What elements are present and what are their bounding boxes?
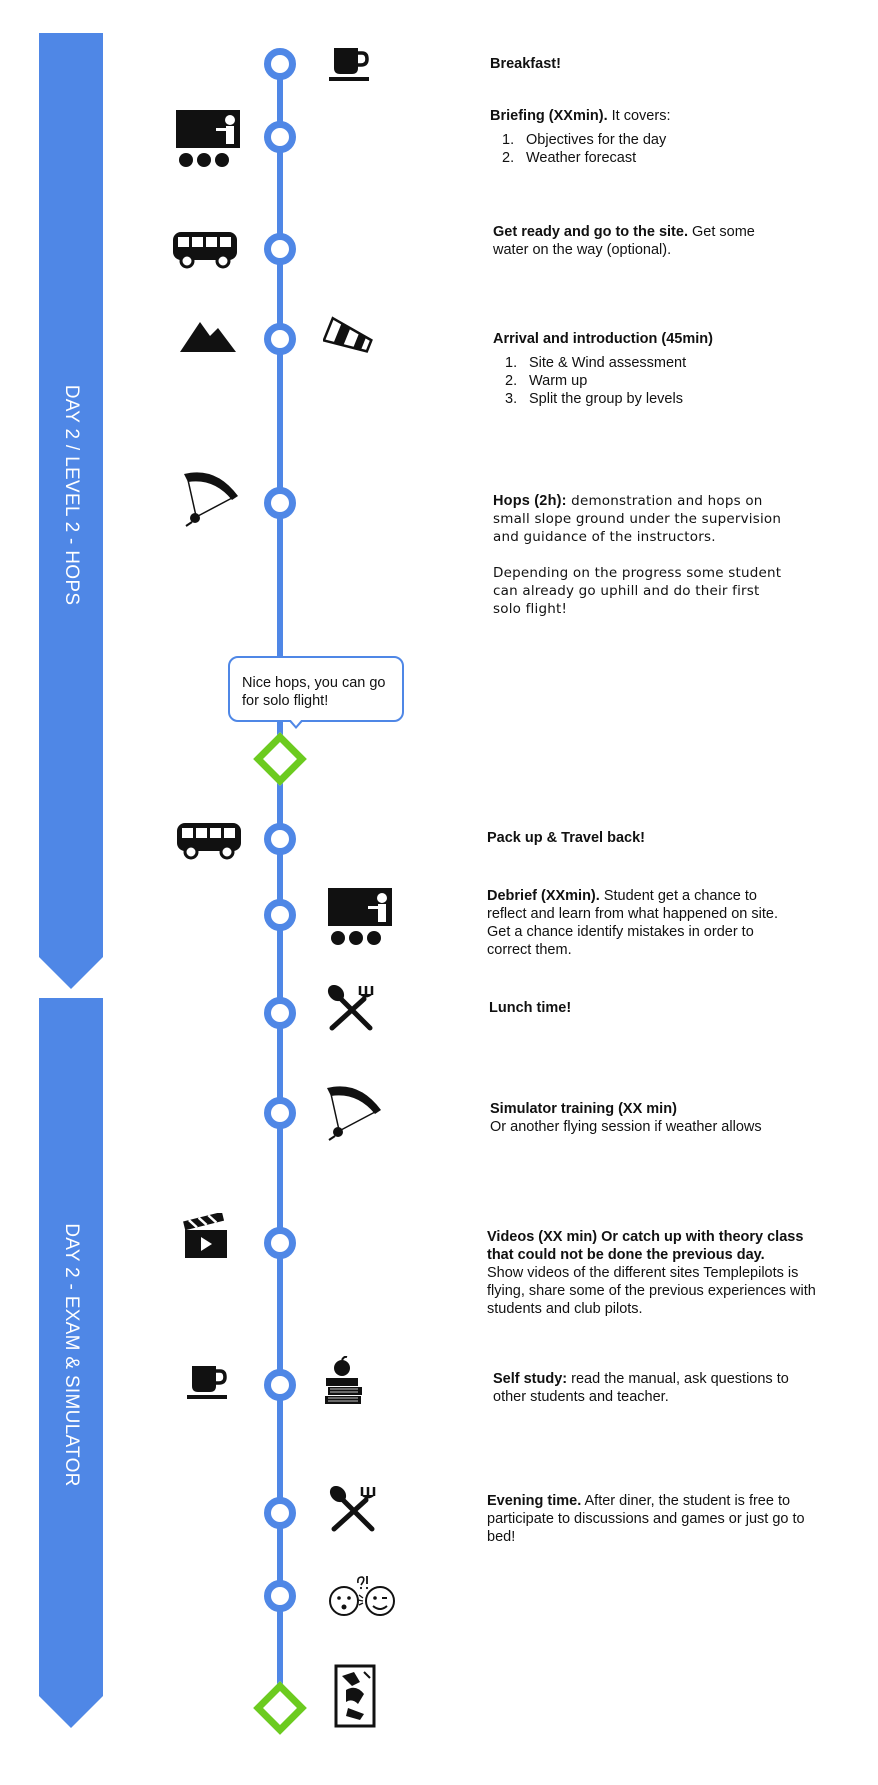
step-simulator-title: Simulator training (XX min): [490, 1101, 677, 1117]
step-videos: Videos (XX min) Or catch up with theory …: [487, 1228, 827, 1318]
timeline-node-arrival: [264, 323, 296, 355]
timeline-node-evening: [264, 1497, 296, 1529]
step-lunch: Lunch time!: [489, 999, 829, 1017]
step-selfstudy-title: Self study:: [493, 1371, 568, 1387]
step-debrief-title: Debrief (XXmin).: [487, 888, 600, 904]
speech-bubble-text: Nice hops, you can go for solo flight!: [242, 675, 386, 709]
step-evening: Evening time. After diner, the student i…: [487, 1492, 807, 1546]
band-day2-level2-arrow: [39, 957, 103, 989]
books-apple-icon: [325, 1356, 362, 1404]
paraglider-icon: [184, 472, 238, 527]
timeline-node-debrief: [264, 899, 296, 931]
step-hops-title: Hops (2h):: [493, 493, 567, 509]
timeline-node-breakfast: [264, 48, 296, 80]
step-hops: Hops (2h): demonstration and hops on sma…: [493, 492, 788, 618]
cutlery-icon: [327, 985, 374, 1031]
step-briefing-title: Briefing (XXmin).: [490, 108, 608, 124]
band-day2-exam-label: DAY 2 - EXAM & SIMULATOR: [61, 1223, 82, 1487]
list-item: 2.Warm up: [505, 373, 588, 389]
mountain-icon: [180, 322, 236, 352]
step-videos-rest: Show videos of the different sites Templ…: [487, 1265, 816, 1317]
step-selfstudy-rest: read the manual, ask questions to other …: [493, 1371, 789, 1405]
step-evening-title: Evening time.: [487, 1493, 582, 1509]
step-hops-rest: demonstration and hops on small slope gr…: [493, 493, 782, 545]
milestone-diamond-solo: [253, 732, 307, 786]
step-getready: Get ready and go to the site. Get some w…: [493, 223, 783, 259]
timeline-node-packup: [264, 823, 296, 855]
exam-paper-icon: [334, 1664, 376, 1728]
step-briefing: Briefing (XXmin). It covers: 1.Objective…: [490, 107, 830, 167]
list-item: 2.Weather forecast: [502, 150, 637, 166]
list-item: 3.Split the group by levels: [505, 391, 683, 407]
clapperboard-icon: [183, 1213, 227, 1258]
presentation-icon: [328, 888, 392, 945]
coffee-cup-icon: [329, 48, 369, 81]
timeline-node-simulator: [264, 1097, 296, 1129]
list-item: 1.Objectives for the day: [502, 132, 667, 148]
step-getready-rest: Get some water on the way (optional).: [493, 224, 755, 258]
coffee-cup-icon: [187, 1366, 227, 1399]
band-day2-level2-label: DAY 2 / LEVEL 2 - HOPS: [61, 384, 82, 606]
step-evening-rest: After diner, the student is free to part…: [487, 1493, 805, 1545]
step-arrival: Arrival and introduction (45min) 1.Site …: [493, 330, 833, 408]
timeline-node-lunch: [264, 997, 296, 1029]
milestone-diamond-end: [253, 1681, 307, 1735]
timeline-node-briefing: [264, 121, 296, 153]
timeline-node-selfstudy: [264, 1369, 296, 1401]
step-selfstudy: Self study: read the manual, ask questio…: [493, 1370, 803, 1406]
bus-icon: [173, 232, 237, 269]
timeline-node-videos: [264, 1227, 296, 1259]
band-day2-exam: [39, 998, 103, 1696]
step-briefing-rest: It covers:: [607, 108, 671, 124]
step-arrival-title: Arrival and introduction (45min): [493, 331, 713, 347]
step-arrival-list: 1.Site & Wind assessment 2.Warm up 3.Spl…: [493, 354, 833, 408]
step-briefing-list: 1.Objectives for the day 2.Weather forec…: [490, 131, 830, 167]
band-day2-exam-arrow: [39, 1696, 103, 1728]
list-item: 1.Site & Wind assessment: [505, 355, 687, 371]
step-breakfast-title: Breakfast!: [490, 56, 561, 72]
step-hops-para2: Depending on the progress some student c…: [493, 565, 782, 617]
timeline-node-hops: [264, 487, 296, 519]
timeline-node-faces: [264, 1580, 296, 1612]
step-simulator: Simulator training (XX min) Or another f…: [490, 1100, 830, 1136]
faces-icon: [329, 1576, 395, 1616]
bus-icon: [177, 823, 241, 860]
step-simulator-rest: Or another flying session if weather all…: [490, 1119, 762, 1135]
step-lunch-title: Lunch time!: [489, 1000, 572, 1016]
paraglider-icon: [327, 1086, 381, 1141]
step-debrief: Debrief (XXmin). Student get a chance to…: [487, 887, 797, 959]
step-packup-title: Pack up & Travel back!: [487, 830, 645, 846]
timeline-node-getready: [264, 233, 296, 265]
step-getready-title: Get ready and go to the site.: [493, 224, 688, 240]
cutlery-icon: [329, 1486, 376, 1532]
step-videos-title: Videos (XX min) Or catch up with theory …: [487, 1229, 804, 1263]
band-day2-level2: [39, 33, 103, 957]
step-debrief-rest: Student get a chance to reflect and lear…: [487, 888, 778, 958]
speech-bubble: Nice hops, you can go for solo flight!: [228, 656, 404, 722]
step-breakfast: Breakfast!: [490, 55, 830, 73]
windsock-icon: [323, 316, 373, 353]
step-packup: Pack up & Travel back!: [487, 829, 827, 847]
presentation-icon: [176, 110, 240, 167]
timeline-line: [277, 62, 283, 1706]
